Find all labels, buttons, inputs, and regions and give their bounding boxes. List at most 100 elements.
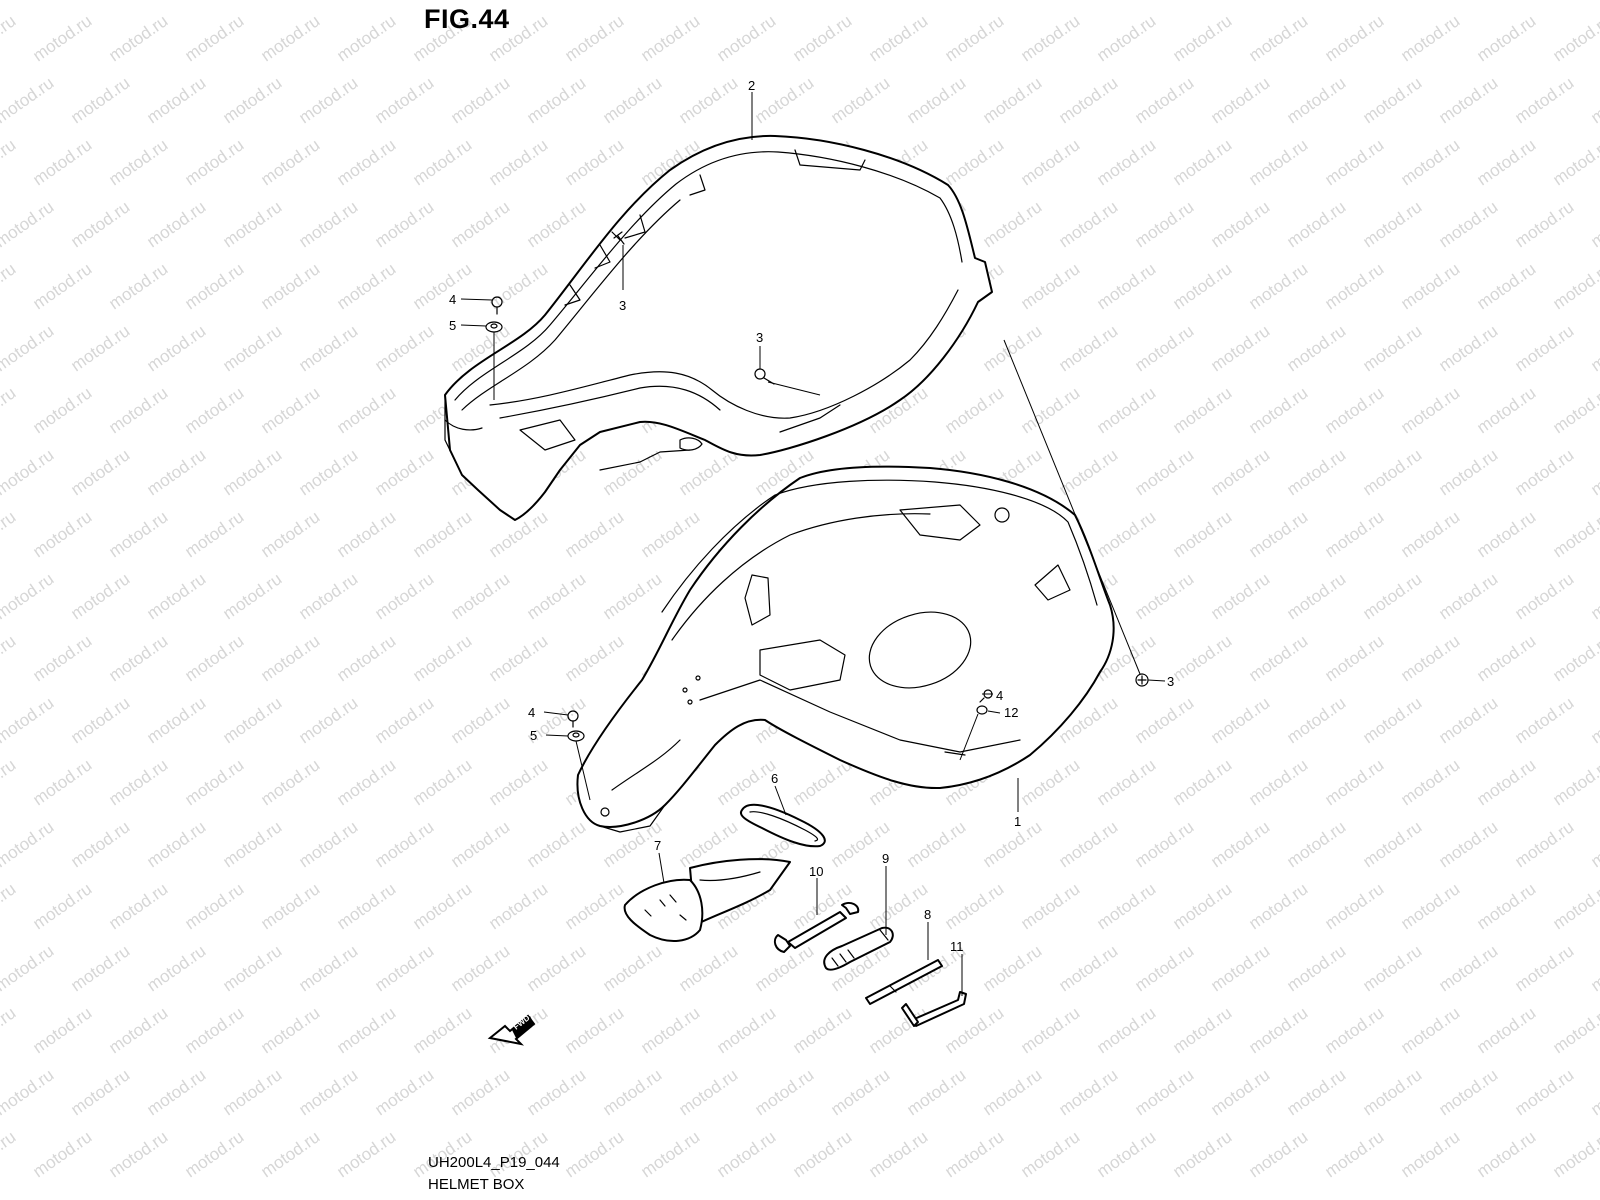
leader-lines: [460, 92, 1166, 996]
watermark-text: motod.ru: [979, 321, 1045, 375]
watermark-text: motod.ru: [29, 507, 95, 561]
watermark-text: motod.ru: [1511, 445, 1577, 499]
callout-5-upper: 5: [449, 318, 456, 333]
part-10-spanner: [773, 902, 860, 953]
watermark-text: motod.ru: [0, 1065, 57, 1119]
watermark-text: motod.ru: [1093, 879, 1159, 933]
watermark-text: motod.ru: [865, 1127, 931, 1181]
watermark-text: motod.ru: [1055, 1065, 1121, 1119]
watermark-text: motod.ru: [827, 73, 893, 127]
watermark-text: motod.ru: [0, 135, 19, 189]
watermark-text: motod.ru: [67, 693, 133, 747]
watermark-text: motod.ru: [0, 755, 19, 809]
watermark-text: motod.ru: [1549, 631, 1600, 685]
watermark-text: motod.ru: [941, 879, 1007, 933]
callout-3-upper-center: 3: [756, 330, 763, 345]
watermark-text: motod.ru: [1549, 11, 1600, 65]
watermark-text: motod.ru: [371, 693, 437, 747]
bolt-4-upper: [491, 296, 503, 315]
watermark-text: motod.ru: [1017, 135, 1083, 189]
watermark-text: motod.ru: [1207, 693, 1273, 747]
watermark-text: motod.ru: [979, 817, 1045, 871]
watermark-text: motod.ru: [523, 1065, 589, 1119]
watermark-text: motod.ru: [371, 73, 437, 127]
watermark-text: motod.ru: [333, 1003, 399, 1057]
watermark-text: motod.ru: [1397, 879, 1463, 933]
watermark-text: motod.ru: [1359, 1065, 1425, 1119]
watermark-text: motod.ru: [105, 135, 171, 189]
watermark-text: motod.ru: [1587, 0, 1600, 3]
watermark-text: motod.ru: [1549, 755, 1600, 809]
watermark-text: motod.ru: [29, 755, 95, 809]
watermark-text: motod.ru: [1207, 321, 1273, 375]
watermark-text: motod.ru: [675, 941, 741, 995]
watermark-text: motod.ru: [0, 569, 57, 623]
watermark-text: motod.ru: [1321, 631, 1387, 685]
watermark-text: motod.ru: [979, 0, 1045, 3]
watermark-text: motod.ru: [1131, 73, 1197, 127]
watermark-text: motod.ru: [1017, 11, 1083, 65]
watermark-text: motod.ru: [1321, 11, 1387, 65]
watermark-text: motod.ru: [181, 383, 247, 437]
watermark-text: motod.ru: [181, 259, 247, 313]
watermark-text: motod.ru: [1055, 197, 1121, 251]
watermark-text: motod.ru: [29, 1003, 95, 1057]
watermark-text: motod.ru: [143, 817, 209, 871]
watermark-text: motod.ru: [1131, 693, 1197, 747]
watermark-text: motod.ru: [447, 693, 513, 747]
watermark-text: motod.ru: [1207, 569, 1273, 623]
watermark-text: motod.ru: [1435, 1065, 1501, 1119]
watermark-text: motod.ru: [295, 0, 361, 3]
watermark-text: motod.ru: [1283, 1065, 1349, 1119]
callout-7: 7: [654, 838, 661, 853]
watermark-text: motod.ru: [0, 259, 19, 313]
watermark-text: motod.ru: [219, 73, 285, 127]
watermark-text: motod.ru: [181, 879, 247, 933]
watermark-text: motod.ru: [219, 321, 285, 375]
watermark-text: motod.ru: [1055, 941, 1121, 995]
watermark-text: motod.ru: [1473, 135, 1539, 189]
watermark-text: motod.ru: [1093, 259, 1159, 313]
watermark-text: motod.ru: [1169, 755, 1235, 809]
watermark-text: motod.ru: [333, 1127, 399, 1181]
watermark-text: motod.ru: [1321, 507, 1387, 561]
watermark-text: motod.ru: [1093, 11, 1159, 65]
watermark-text: motod.ru: [941, 11, 1007, 65]
watermark-text: motod.ru: [827, 1065, 893, 1119]
watermark-text: motod.ru: [1473, 507, 1539, 561]
bolt-4-lower-left: [567, 710, 579, 728]
watermark-text: motod.ru: [1017, 1127, 1083, 1181]
watermark-text: motod.ru: [105, 879, 171, 933]
watermark-text: motod.ru: [1283, 73, 1349, 127]
watermark-text: motod.ru: [1321, 879, 1387, 933]
watermark-text: motod.ru: [599, 569, 665, 623]
watermark-text: motod.ru: [1245, 135, 1311, 189]
watermark-text: motod.ru: [1283, 445, 1349, 499]
watermark-text: motod.ru: [1359, 445, 1425, 499]
watermark-text: motod.ru: [1055, 73, 1121, 127]
screw-3-right: [1135, 673, 1149, 687]
watermark-text: motod.ru: [1397, 259, 1463, 313]
watermark-text: motod.ru: [523, 0, 589, 3]
watermark-text: motod.ru: [1245, 507, 1311, 561]
watermark-text: motod.ru: [0, 445, 57, 499]
watermark-text: motod.ru: [1473, 879, 1539, 933]
watermark-text: motod.ru: [1131, 321, 1197, 375]
watermark-text: motod.ru: [219, 693, 285, 747]
watermark-text: motod.ru: [1397, 755, 1463, 809]
watermark-text: motod.ru: [751, 73, 817, 127]
watermark-text: motod.ru: [1321, 1127, 1387, 1181]
watermark-text: motod.ru: [0, 941, 57, 995]
watermark-text: motod.ru: [0, 693, 57, 747]
watermark-text: motod.ru: [1397, 1127, 1463, 1181]
callout-5-lower-left: 5: [530, 728, 537, 743]
callout-6: 6: [771, 771, 778, 786]
watermark-text: motod.ru: [599, 0, 665, 3]
watermark-text: motod.ru: [1169, 879, 1235, 933]
watermark-text: motod.ru: [67, 0, 133, 3]
watermark-text: motod.ru: [1283, 693, 1349, 747]
watermark-text: motod.ru: [1473, 631, 1539, 685]
watermark-text: motod.ru: [1587, 321, 1600, 375]
watermark-text: motod.ru: [295, 941, 361, 995]
watermark-text: motod.ru: [295, 73, 361, 127]
